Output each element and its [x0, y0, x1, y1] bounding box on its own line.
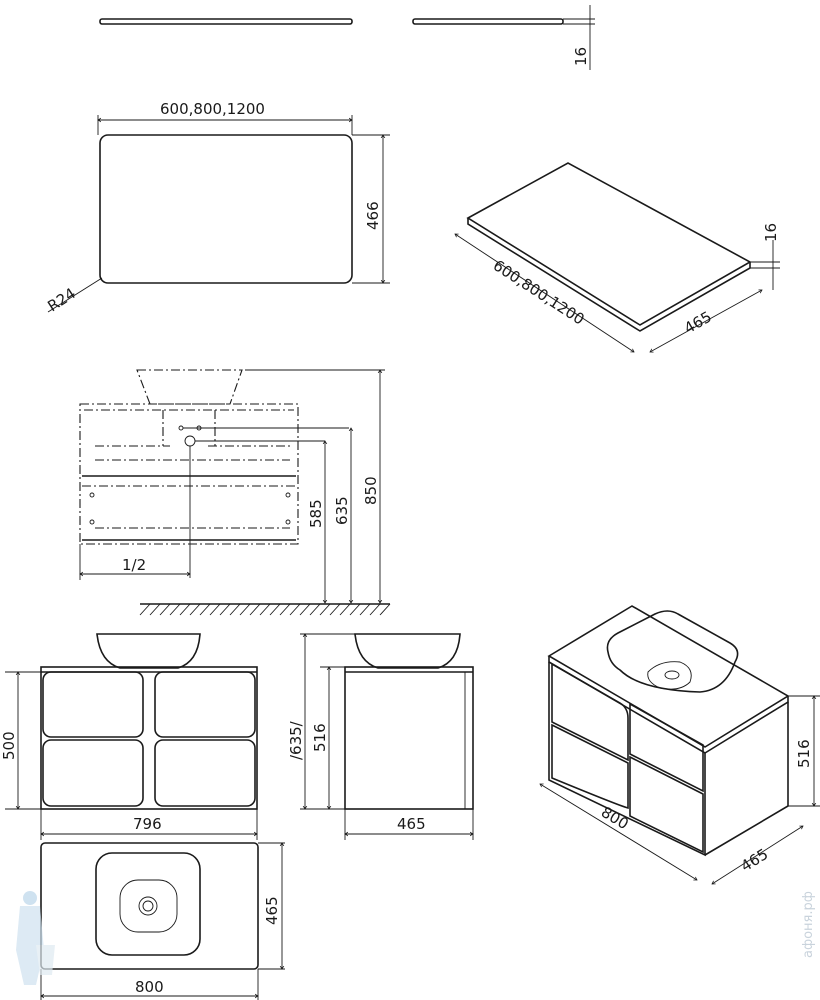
dim-side-depth: 465 — [397, 815, 426, 833]
dim-water-inlet-height: 635 — [333, 496, 351, 525]
cabinet-side-view: /635/ 516 465 — [287, 633, 474, 840]
top-plate-edge-views: 16 — [99, 5, 595, 70]
dim-side-height-label: /635/ — [287, 720, 305, 760]
dim-side-height: 516 — [311, 723, 329, 752]
watermark-plumber-logo — [16, 891, 55, 985]
installation-front-view: 1/2 850 635 585 — [80, 370, 391, 616]
dim-plan-width: 800 — [135, 978, 164, 996]
cabinet-front-view: 500 796 — [0, 633, 258, 840]
dim-iso-height: 516 — [795, 739, 813, 768]
dim-top-depth: 466 — [364, 201, 382, 230]
dim-drain-offset: 1/2 — [122, 556, 146, 574]
top-isometric-view: 16 600,800,1200 465 — [455, 162, 780, 352]
dim-plan-depth: 465 — [263, 896, 281, 925]
dim-total-height: 850 — [362, 476, 380, 505]
cabinet-isometric-view: 800 465 516 — [540, 605, 820, 884]
dim-iso-top-depth: 465 — [681, 308, 715, 338]
dim-cabinet-height: 500 — [0, 731, 18, 760]
dim-top-edge-thickness: 16 — [572, 47, 590, 66]
dim-top-width: 600,800,1200 — [160, 100, 265, 118]
floor-hatching — [139, 603, 391, 616]
dim-iso-top-thickness: 16 — [762, 223, 780, 242]
dim-drain-height: 585 — [307, 499, 325, 528]
top-plan-view: 600,800,1200 466 R24 — [44, 100, 390, 315]
watermark-text: афоня.рф — [801, 891, 816, 958]
cabinet-plan-view: 465 800 — [40, 842, 285, 1000]
dim-cabinet-width: 796 — [133, 815, 162, 833]
